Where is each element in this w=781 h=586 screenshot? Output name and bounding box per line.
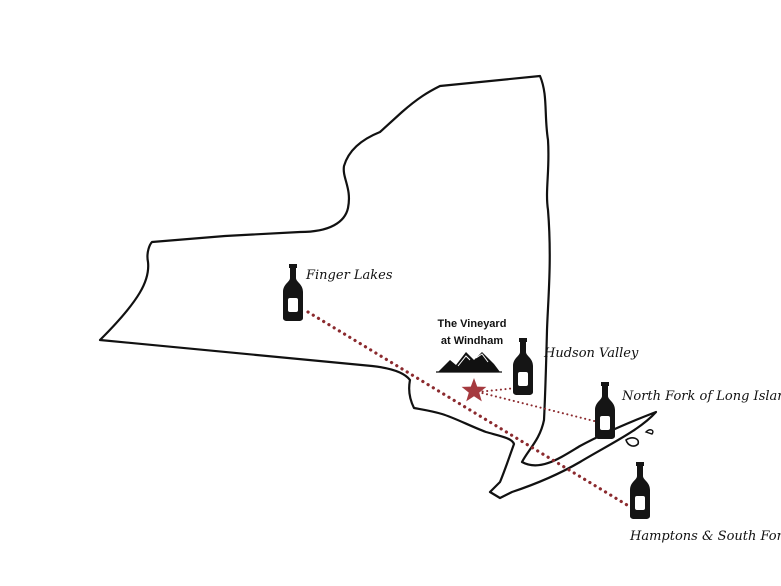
home-marker[interactable]: The Vineyard at Windham: [436, 318, 507, 402]
region-label-hamptons: Hamptons & South Fork: [629, 529, 781, 544]
shelter-island: [625, 437, 640, 447]
region-hamptons[interactable]: Hamptons & South Fork: [629, 462, 781, 544]
region-finger-lakes[interactable]: Finger Lakes: [283, 264, 393, 321]
new-york-state-outline: [98, 74, 658, 500]
mountains-snow-detail: [457, 353, 489, 367]
route-finger-lakes-to-hamptons: [306, 310, 634, 510]
home-name-line2: at Windham: [441, 335, 503, 347]
wine-bottle-icon: [630, 462, 650, 519]
region-label-hudson-valley: Hudson Valley: [543, 346, 639, 361]
home-name-line1: The Vineyard: [438, 318, 507, 330]
star-icon: [461, 378, 487, 402]
region-label-north-fork: North Fork of Long Island: [621, 389, 781, 404]
region-hudson-valley[interactable]: Hudson Valley: [513, 338, 639, 395]
route-home-to-hudson-valley: [477, 387, 517, 393]
region-north-fork[interactable]: North Fork of Long Island: [595, 382, 781, 439]
route-lines: [306, 310, 634, 510]
small-island: [644, 429, 654, 435]
region-label-finger-lakes: Finger Lakes: [305, 268, 393, 283]
wine-bottle-icon: [595, 382, 615, 439]
